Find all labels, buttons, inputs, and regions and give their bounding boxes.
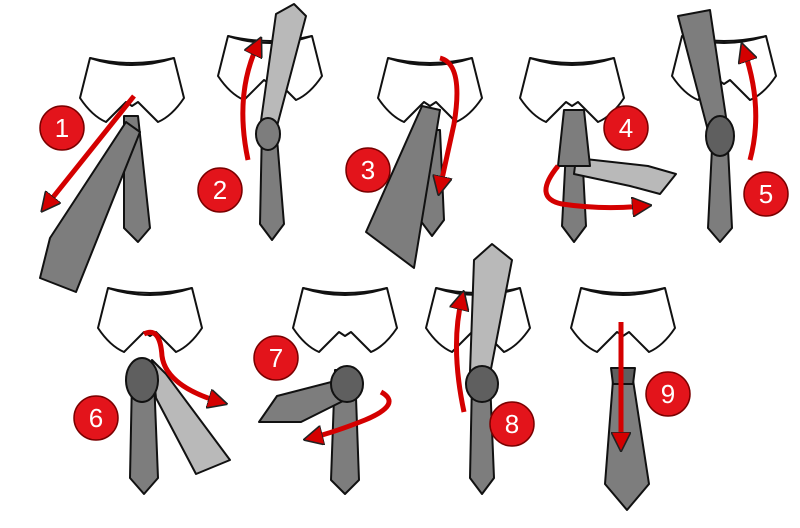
tie-knot [465, 365, 499, 403]
step-2-arrow [240, 44, 258, 161]
step-5-arrow [744, 50, 759, 161]
step-1-badge: 1 [39, 105, 85, 151]
step-7-badge: 7 [253, 335, 299, 381]
step-6-arrow [142, 329, 220, 402]
step-1-number: 1 [55, 113, 69, 143]
step-9-number: 9 [661, 379, 675, 409]
step-5-number: 5 [759, 179, 773, 209]
step-4-arrow [543, 164, 644, 208]
step-1-figure [39, 57, 185, 293]
step-4-badge: 4 [603, 105, 649, 151]
step-8-badge: 8 [489, 401, 535, 447]
step-7-arrow [311, 389, 392, 438]
tie-knot [557, 109, 591, 167]
step-3-badge: 3 [345, 147, 391, 193]
tie-wide-end [151, 359, 231, 475]
step-3-number: 3 [361, 155, 375, 185]
step-6-badge: 6 [73, 395, 119, 441]
tie-knot [705, 115, 735, 157]
tie-wide-end [365, 105, 441, 269]
tie-narrow-end [707, 147, 733, 243]
step-3-arrow [440, 55, 460, 188]
tie-knot [255, 117, 281, 151]
step-2-number: 2 [213, 175, 227, 205]
step-1-arrow [46, 94, 136, 206]
step-4-number: 4 [619, 113, 633, 143]
step-5-figure [671, 9, 777, 243]
step-6-figure [97, 287, 231, 495]
tie-wide-end [39, 121, 141, 293]
tie-wide-end [573, 157, 677, 195]
step-8-arrow [456, 298, 464, 413]
step-6-number: 6 [89, 403, 103, 433]
step-9-badge: 9 [645, 371, 691, 417]
step-9-figure [570, 287, 676, 511]
step-2-badge: 2 [197, 167, 243, 213]
step-5-badge: 5 [743, 171, 789, 217]
step-3-figure [365, 55, 483, 269]
step-8-figure [425, 243, 531, 495]
tie-knot [330, 365, 364, 403]
step-8-number: 8 [505, 409, 519, 439]
step-4-figure [519, 57, 677, 243]
tie-blade [604, 379, 650, 511]
step-2-figure [217, 3, 323, 241]
step-7-figure [258, 287, 398, 495]
tie-knot [125, 357, 159, 403]
step-7-number: 7 [269, 343, 283, 373]
